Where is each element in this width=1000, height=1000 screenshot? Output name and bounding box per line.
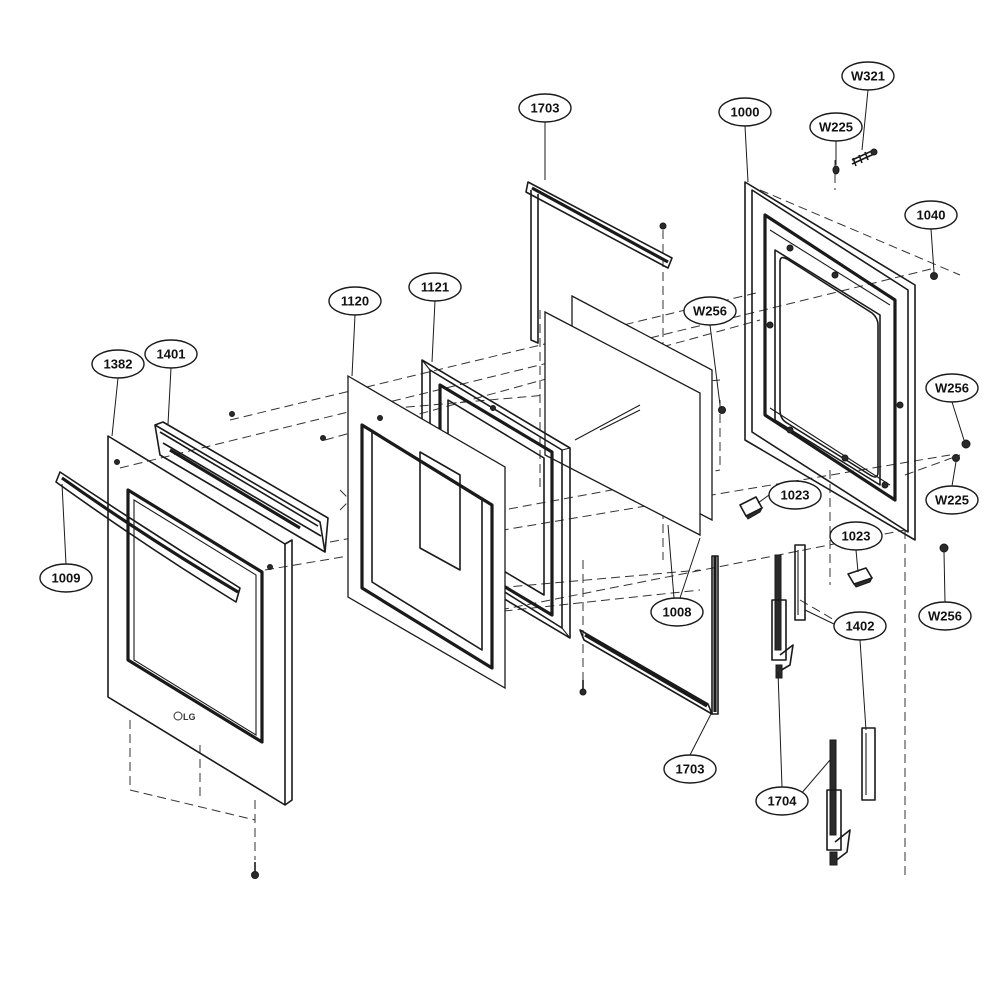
part-1704-hinge-lower <box>826 739 851 866</box>
callout-1023-right: 1023 <box>829 521 883 551</box>
callout-1040: 1040 <box>904 200 958 230</box>
svg-text:1023: 1023 <box>781 488 810 503</box>
callouts: 1703 1000 W321 W225 1040 1120 1121 W256 <box>39 61 979 816</box>
callout-1009: 1009 <box>39 563 93 593</box>
svg-text:1008: 1008 <box>663 605 692 620</box>
part-1402-hinge-cover-upper <box>794 544 806 621</box>
callout-1402: 1402 <box>833 611 887 641</box>
screw-W321 <box>851 148 878 167</box>
svg-text:W225: W225 <box>935 493 969 508</box>
callout-1008: 1008 <box>650 597 704 627</box>
part-1401-vent-duct <box>154 411 329 553</box>
callout-1000: 1000 <box>718 97 772 127</box>
callout-W225-right: W225 <box>925 485 979 515</box>
callout-W321: W321 <box>841 61 895 91</box>
callout-W256-bottom: W256 <box>918 601 972 631</box>
svg-text:1023: 1023 <box>842 529 871 544</box>
brand-logo: LG <box>173 711 196 722</box>
screw-W256-mid <box>718 406 726 414</box>
svg-text:1703: 1703 <box>676 762 705 777</box>
callout-1704: 1704 <box>755 786 809 816</box>
svg-text:1703: 1703 <box>531 101 560 116</box>
callout-W225-top: W225 <box>809 112 863 142</box>
svg-text:LG: LG <box>183 712 196 722</box>
svg-text:1382: 1382 <box>104 357 133 372</box>
washer-W225-right <box>952 454 960 462</box>
callout-1121: 1121 <box>408 272 462 302</box>
callout-1382: 1382 <box>91 349 145 379</box>
screw-bottom-liner <box>579 680 587 696</box>
part-1382-outer-door: LG <box>107 435 293 806</box>
svg-text:1120: 1120 <box>341 294 369 309</box>
svg-text:1000: 1000 <box>731 105 760 120</box>
svg-text:1402: 1402 <box>846 619 875 634</box>
callout-W256-right: W256 <box>925 373 979 403</box>
svg-text:W256: W256 <box>928 609 962 624</box>
part-1008-glass-panes <box>544 294 713 537</box>
callout-1703-top: 1703 <box>518 93 572 123</box>
svg-text:1401: 1401 <box>157 347 186 362</box>
svg-text:W256: W256 <box>935 381 969 396</box>
screw-W256-right <box>961 439 971 449</box>
callout-1023-left: 1023 <box>768 480 822 510</box>
svg-text:1040: 1040 <box>917 208 946 223</box>
part-1000-rear-frame <box>744 181 916 541</box>
part-1120-door-liner <box>347 374 506 690</box>
screw-W256-bottom <box>939 543 949 553</box>
svg-text:1009: 1009 <box>52 571 81 586</box>
part-1402-hinge-cover-lower <box>861 727 876 801</box>
svg-text:W321: W321 <box>851 69 885 84</box>
part-1703-top-gasket <box>525 181 673 344</box>
screw-1040 <box>930 272 938 280</box>
svg-text:W225: W225 <box>819 120 853 135</box>
svg-text:1121: 1121 <box>421 280 449 295</box>
screw-bottom-door <box>251 862 259 879</box>
callout-1120: 1120 <box>328 286 382 316</box>
svg-text:1704: 1704 <box>768 794 798 809</box>
part-1023-stopper-right <box>847 567 873 588</box>
part-1703-bottom-gasket <box>579 555 719 715</box>
washer-W225-top <box>832 165 840 175</box>
part-1009-handle <box>55 471 241 603</box>
callout-1401: 1401 <box>144 339 198 369</box>
part-1023-stopper-left <box>739 496 764 520</box>
part-1704-hinge-upper <box>771 554 794 679</box>
callout-W256-mid: W256 <box>683 296 737 326</box>
callout-1703-bottom: 1703 <box>663 754 717 784</box>
svg-text:W256: W256 <box>693 304 727 319</box>
leader-lines <box>61 89 965 796</box>
